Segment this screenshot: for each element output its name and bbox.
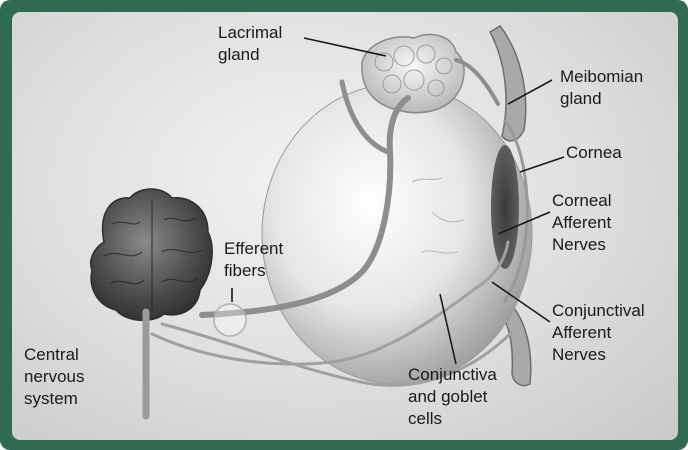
- label-central-nervous-system: Central nervous system: [24, 344, 84, 410]
- label-corneal-afferent-nerves: Corneal Afferent Nerves: [552, 190, 612, 256]
- lacrimal-gland-shape: [362, 34, 464, 112]
- diagram-panel: Lacrimal gland Meibomian gland Cornea Co…: [12, 12, 678, 440]
- brain: [91, 189, 212, 320]
- efferent-fibers-marker: [214, 304, 246, 336]
- label-conjunctival-afferent-nerves: Conjunctival Afferent Nerves: [552, 300, 645, 366]
- label-meibomian-gland: Meibomian gland: [560, 66, 643, 110]
- label-conjunctiva-goblet-cells: Conjunctiva and goblet cells: [408, 364, 497, 430]
- label-cornea: Cornea: [566, 142, 622, 164]
- label-efferent-fibers: Efferent fibers: [224, 238, 283, 282]
- label-lacrimal-gland: Lacrimal gland: [218, 22, 282, 66]
